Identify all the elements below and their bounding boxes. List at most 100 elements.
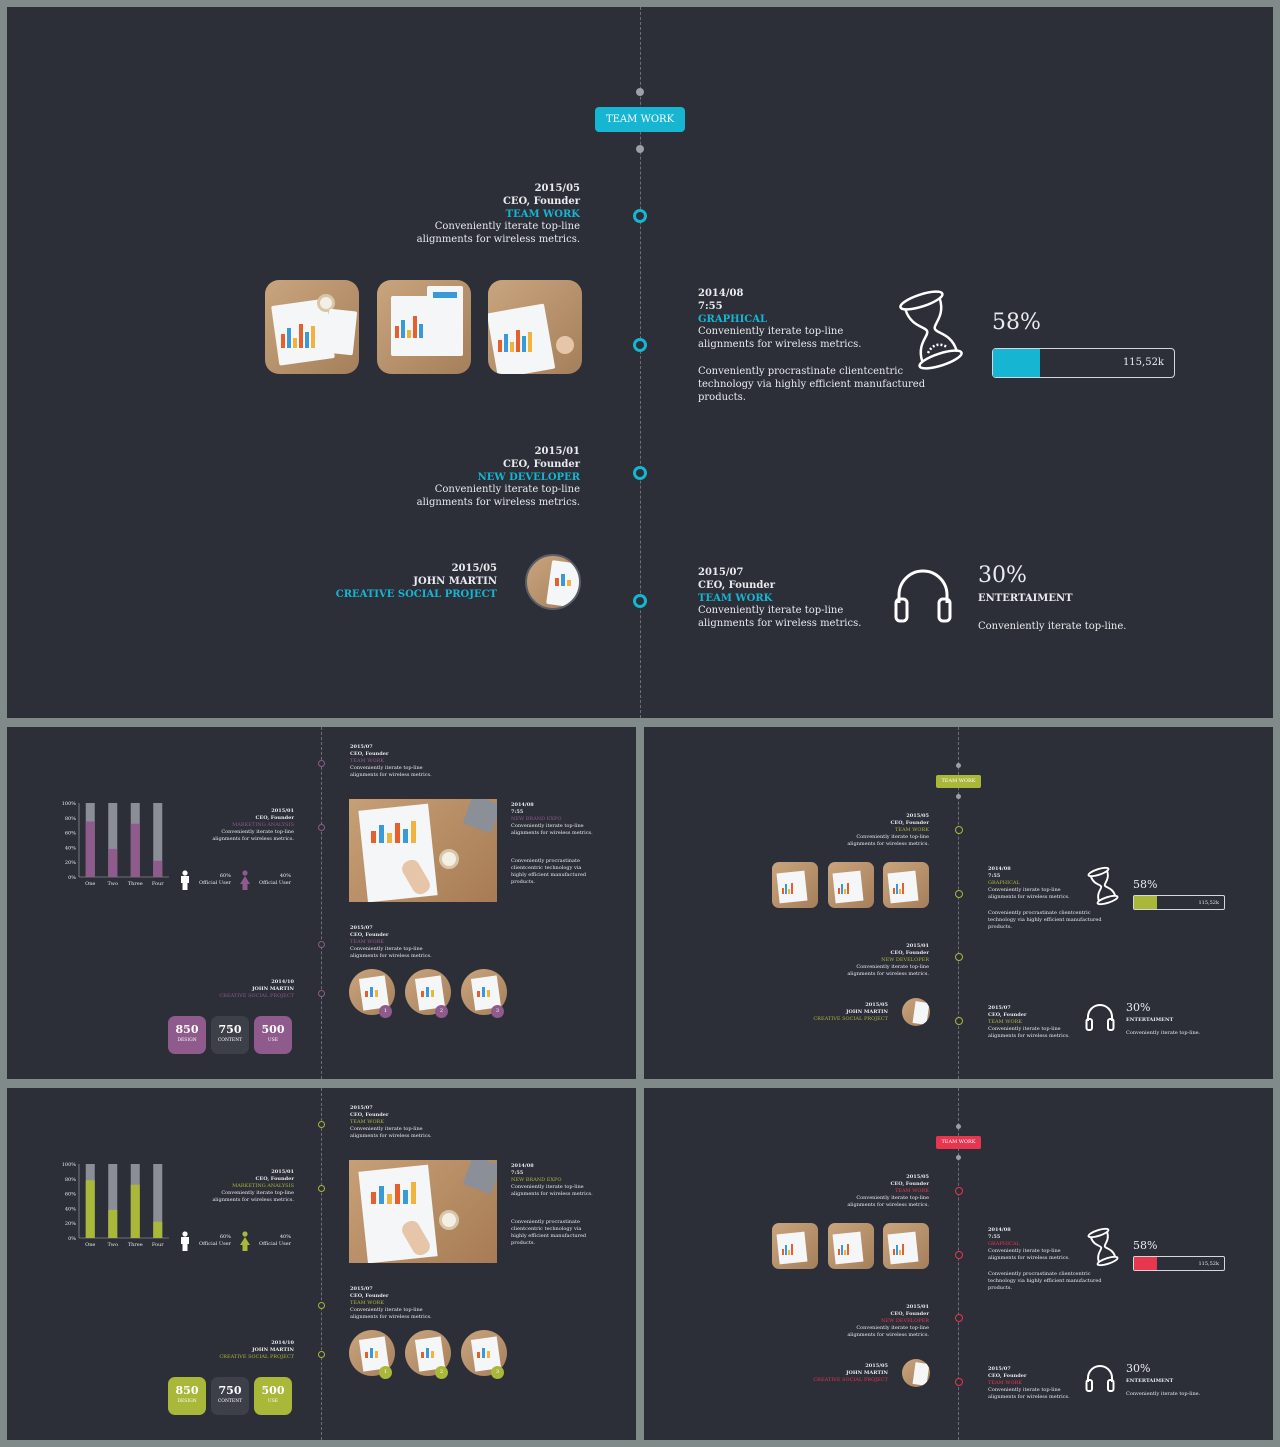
entry-text: technology via highly efficient manufact… xyxy=(988,1278,1102,1284)
x-tick-label: Two xyxy=(108,1242,118,1248)
entry-desc: alignments for wireless metrics. xyxy=(698,339,862,351)
timeline-node[interactable] xyxy=(955,1251,963,1259)
entry-text: alignments for wireless metrics. xyxy=(212,1197,294,1203)
timeline-node[interactable] xyxy=(955,1314,963,1322)
entry-text: TEAM WORK xyxy=(988,1019,1023,1025)
photo-large[interactable] xyxy=(349,1160,497,1263)
x-tick-label: Two xyxy=(108,881,118,887)
entry-role: CEO, Founder xyxy=(698,579,776,591)
photo-thumbnail[interactable] xyxy=(883,862,929,908)
timeline-top-dot xyxy=(636,88,644,96)
entry-text: CEO, Founder xyxy=(988,1373,1027,1379)
timeline-node[interactable] xyxy=(955,953,963,961)
tile-label: CONTENT xyxy=(217,1399,243,1404)
entry-text: Conveniently procrastinate clientcentric xyxy=(988,1271,1091,1277)
x-tick-label: Four xyxy=(152,1242,164,1248)
entry-text: Conveniently procrastinate xyxy=(511,858,580,864)
photo-thumbnail[interactable] xyxy=(377,280,471,374)
timeline-node[interactable] xyxy=(318,1121,325,1128)
timeline-node[interactable] xyxy=(318,1185,325,1192)
timeline-dot-small xyxy=(956,1155,961,1160)
stat-desc: Conveniently iterate top-line. xyxy=(1126,1030,1201,1036)
entry-text: CREATIVE SOCIAL PROJECT xyxy=(219,1354,294,1360)
photo-thumbnail[interactable] xyxy=(772,862,818,908)
entry-text: JOHN MARTIN xyxy=(846,1009,888,1015)
headphones-icon xyxy=(894,569,952,623)
x-tick-label: Four xyxy=(152,881,164,887)
timeline-node[interactable] xyxy=(955,1187,963,1195)
photo-thumbnail[interactable] xyxy=(883,1223,929,1269)
y-tick-label: 80% xyxy=(65,816,76,822)
entry-text: MARKETING ANALYSIS xyxy=(232,1183,294,1189)
timeline-node[interactable] xyxy=(955,890,963,898)
timeline-node[interactable] xyxy=(318,760,325,767)
timeline-node[interactable] xyxy=(633,594,647,608)
progress-fill xyxy=(1134,896,1158,909)
timeline-node[interactable] xyxy=(955,1378,963,1386)
photo-thumbnail[interactable] xyxy=(828,862,874,908)
entry-desc: Conveniently iterate top-line xyxy=(434,484,580,496)
timeline-node[interactable] xyxy=(633,466,647,480)
entry-text: TEAM WORK xyxy=(988,1380,1023,1386)
timeline-node[interactable] xyxy=(633,209,647,223)
progress-value: 115,52k xyxy=(1198,900,1219,906)
avatar[interactable] xyxy=(902,1359,930,1387)
avatar[interactable] xyxy=(525,554,581,610)
timeline-node[interactable] xyxy=(318,990,325,997)
entry-text: Conveniently iterate top-line xyxy=(511,1184,584,1190)
entry-text: alignments for wireless metrics. xyxy=(511,1191,593,1197)
entry-text: products. xyxy=(988,1285,1012,1291)
photo-large[interactable] xyxy=(349,799,497,902)
photo-thumbnail[interactable] xyxy=(265,280,359,374)
user-label: Official User xyxy=(259,1241,291,1247)
timeline-node[interactable] xyxy=(318,824,325,831)
timeline-node[interactable] xyxy=(318,1351,325,1358)
timeline-node[interactable] xyxy=(955,826,963,834)
photo-thumbnail[interactable] xyxy=(772,1223,818,1269)
user-pct: 40% xyxy=(279,873,291,879)
entry-text: 2015/01 xyxy=(906,1304,929,1310)
timeline-node[interactable] xyxy=(955,1017,963,1025)
timeline-node[interactable] xyxy=(633,338,647,352)
stat-percent: 58% xyxy=(992,310,1041,335)
entry-text: TEAM WORK xyxy=(350,1119,385,1125)
team-work-pill[interactable]: TEAM WORK xyxy=(936,775,981,788)
entry-text: Conveniently iterate top-line xyxy=(350,946,423,952)
stat-label: ENTERTAIMENT xyxy=(978,593,1073,604)
timeline-dot-small xyxy=(956,794,961,799)
photo-round-thumb[interactable] xyxy=(405,1330,451,1376)
entry-role: CEO, Founder xyxy=(502,195,580,207)
tile-label: CONTENT xyxy=(217,1038,243,1043)
entry-text: alignments for wireless metrics. xyxy=(988,1033,1070,1039)
progress-value: 115,52k xyxy=(1198,1261,1219,1267)
bar xyxy=(85,1180,95,1238)
avatar[interactable] xyxy=(902,998,930,1026)
entry-text: TEAM WORK xyxy=(350,758,385,764)
photo-thumbnail[interactable] xyxy=(828,1223,874,1269)
photo-thumbnail[interactable] xyxy=(488,280,582,374)
team-work-pill[interactable]: TEAM WORK xyxy=(595,107,685,132)
y-tick-label: 0% xyxy=(68,875,76,881)
entry-text: NEW DEVELOPER xyxy=(881,1318,929,1324)
team-work-pill[interactable]: TEAM WORK xyxy=(936,1136,981,1149)
entry-text: NEW DEVELOPER xyxy=(881,957,929,963)
timeline-node[interactable] xyxy=(318,941,325,948)
timeline-node[interactable] xyxy=(318,1302,325,1309)
tile-label: USE xyxy=(267,1038,279,1043)
hourglass-icon xyxy=(899,290,963,370)
stat-label: ENTERTAIMENT xyxy=(1126,1378,1174,1384)
photo-round-thumb[interactable] xyxy=(461,1330,507,1376)
